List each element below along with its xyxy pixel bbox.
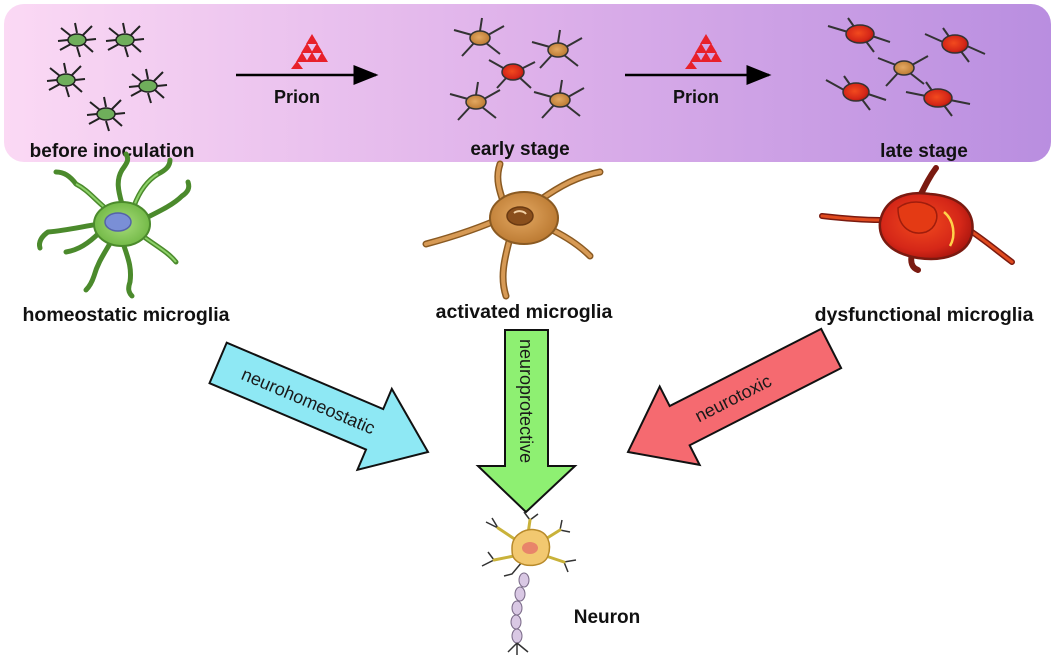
neuroprotective-label: neuroprotective bbox=[516, 339, 536, 463]
homeostatic-microglia-illustration bbox=[37, 151, 192, 299]
timeline-banner bbox=[4, 4, 1051, 162]
prion-icon bbox=[685, 34, 722, 69]
prion-icon bbox=[291, 34, 328, 69]
neuron-label: Neuron bbox=[574, 607, 641, 628]
late-stage-microglia-cluster bbox=[825, 17, 986, 117]
activated-microglia-label: activated microglia bbox=[436, 301, 613, 323]
healthy-microglia-cluster bbox=[46, 22, 168, 132]
stage-label-before: before inoculation bbox=[30, 141, 195, 162]
prion-label: Prion bbox=[673, 87, 719, 107]
dysfunctional-microglia-label: dysfunctional microglia bbox=[815, 304, 1034, 326]
early-stage-microglia-cluster bbox=[449, 17, 585, 121]
homeostatic-microglia-label: homeostatic microglia bbox=[23, 304, 230, 326]
neurohomeostatic-arrow: neurohomeostatic bbox=[208, 341, 430, 472]
neuron-illustration bbox=[481, 511, 577, 655]
stage-label-late: late stage bbox=[880, 141, 968, 162]
neuroprotective-arrow: neuroprotective bbox=[475, 329, 578, 514]
dysfunctional-microglia-illustration bbox=[819, 165, 1015, 273]
neurotoxic-arrow: neurotoxic bbox=[626, 327, 843, 467]
prion-label: Prion bbox=[274, 87, 320, 107]
stage-label-early: early stage bbox=[470, 139, 569, 160]
activated-microglia-illustration bbox=[422, 160, 604, 300]
